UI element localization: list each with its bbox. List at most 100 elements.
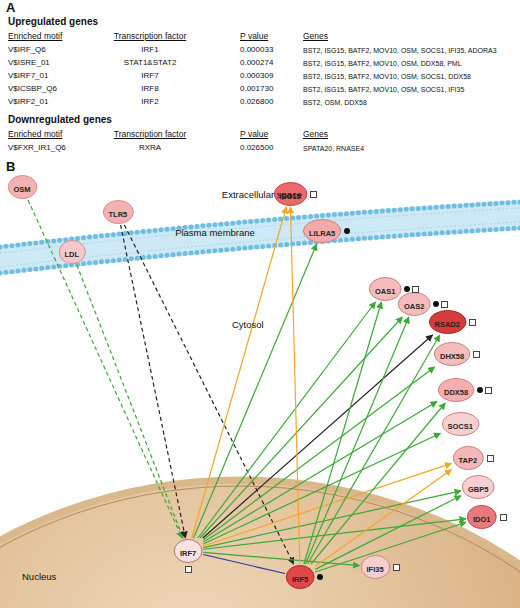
status-square [500, 514, 507, 521]
interaction-arrow [203, 433, 440, 544]
table-cell: BST2, ISG15, BATF2, MOV10, OSM, SOCS1, I… [303, 47, 497, 55]
status-square [441, 301, 448, 308]
gene-node: LDL [59, 240, 86, 264]
gene-node: RSAD2 [429, 310, 466, 334]
table-cell: STAT1&STAT2 [124, 59, 177, 68]
column-header: Enriched motif [8, 130, 62, 139]
column-header: Genes [303, 130, 328, 139]
gene-shape-fill [103, 200, 133, 223]
gene-shape-fill [434, 342, 469, 365]
nuclear-envelope [0, 486, 520, 608]
status-square [473, 351, 480, 358]
gene-name: IRF7 [180, 549, 196, 558]
column-header: Transcription factor [114, 32, 186, 41]
interaction-arrow [77, 265, 183, 538]
table-cell: 0.000033 [240, 46, 273, 55]
interaction-arrow [315, 496, 461, 570]
gene-name: TLR5 [109, 210, 128, 219]
table-cell: 0.000309 [240, 72, 273, 81]
interaction-arrow [203, 519, 466, 549]
gene-shape-fill [453, 446, 483, 469]
table-cell: BST2, ISG15, BATF2, MOV10, OSM, DDX58, P… [303, 60, 462, 68]
gene-shape-fill [59, 240, 85, 263]
gene-shape-fill [462, 475, 494, 498]
status-square [485, 387, 492, 394]
table-cell: V$IRF7_01 [8, 72, 48, 81]
panel-letter: B [6, 160, 15, 174]
column-header: Genes [303, 32, 328, 41]
gene-node: IFI35 [361, 555, 390, 579]
table-cell: IRF1 [141, 46, 158, 55]
gene-node: LILRA5 [303, 219, 341, 243]
table-cell: SPATA20, RNASE4 [303, 145, 364, 153]
gene-node: TLR5 [103, 200, 134, 224]
gene-name: GBP5 [468, 485, 488, 494]
status-dot [344, 228, 350, 234]
gene-name: IRF5 [292, 575, 308, 584]
interaction-arrow [121, 225, 186, 538]
plasma-membrane-band [0, 200, 520, 275]
gene-shape-fill [274, 182, 307, 205]
interaction-arrow [306, 317, 409, 564]
column-header: Transcription factor [114, 130, 186, 139]
table-cell: BST2, OSM, DDX58 [303, 99, 367, 107]
column-header: P value [240, 32, 268, 41]
table-heading: Upregulated genes [8, 16, 98, 27]
gene-node: IDO1 [467, 505, 497, 529]
interaction-arrow [28, 200, 182, 538]
gene-name: DHX58 [440, 352, 464, 361]
status-square [469, 319, 476, 326]
interaction-arrow [311, 403, 445, 564]
membrane-lipid-tails [0, 222, 520, 267]
table-cell: 0.001730 [240, 85, 273, 94]
table-cell: RXRA [139, 144, 161, 153]
interaction-arrow [304, 302, 381, 564]
gene-name: DDX58 [444, 388, 468, 397]
interaction-arrow [203, 401, 437, 541]
interaction-arrow [315, 522, 466, 572]
gene-node: OAS2 [398, 292, 430, 316]
region-label: Extracellular space [222, 190, 302, 200]
interaction-arrow [203, 463, 451, 546]
table-heading: Downregulated genes [8, 114, 112, 125]
region-label: Cytosol [232, 320, 264, 330]
gene-node: SOCS1 [442, 412, 479, 436]
region-label: Plasma membrane [175, 228, 255, 238]
gene-name: SOCS1 [448, 422, 473, 431]
status-dot [317, 574, 323, 580]
gene-shape-fill [174, 539, 202, 562]
gene-shape-fill [438, 378, 473, 401]
interaction-arrow [315, 470, 451, 567]
gene-shape-fill [467, 505, 496, 528]
table-cell: V$IRF2_01 [8, 98, 48, 107]
gene-name: LDL [65, 250, 80, 259]
table-cell: 0.026800 [240, 98, 273, 107]
status-dot [477, 387, 483, 393]
gene-shape-fill [442, 412, 479, 435]
region-label: Nucleus [22, 572, 56, 582]
gene-name: OAS2 [404, 302, 424, 311]
gene-node: OAS1 [369, 277, 401, 301]
interaction-arrow [198, 302, 376, 538]
gene-shape-fill [303, 219, 340, 242]
table-cell: V$ISRE_01 [8, 59, 50, 68]
gene-name: OAS1 [375, 287, 395, 296]
gene-node: TAP2 [453, 446, 484, 470]
table-cell: V$ICSBP_Q6 [8, 85, 57, 94]
interaction-arrow [290, 207, 299, 564]
panel-letter: A [6, 1, 15, 15]
status-square [185, 566, 192, 573]
nucleus-shape [0, 480, 520, 608]
gene-name: RSAD2 [435, 320, 460, 329]
gene-shape-fill [429, 310, 466, 333]
interaction-arrow [203, 555, 285, 574]
status-square [393, 564, 400, 571]
gene-name: LILRA5 [309, 229, 335, 238]
gene-name: IDO1 [473, 515, 491, 524]
table-cell: IRF7 [141, 72, 158, 81]
status-square [487, 455, 494, 462]
table-cell: IRF2 [141, 98, 158, 107]
column-header: P value [240, 130, 268, 139]
table-cell: V$IRF_Q6 [8, 46, 46, 55]
